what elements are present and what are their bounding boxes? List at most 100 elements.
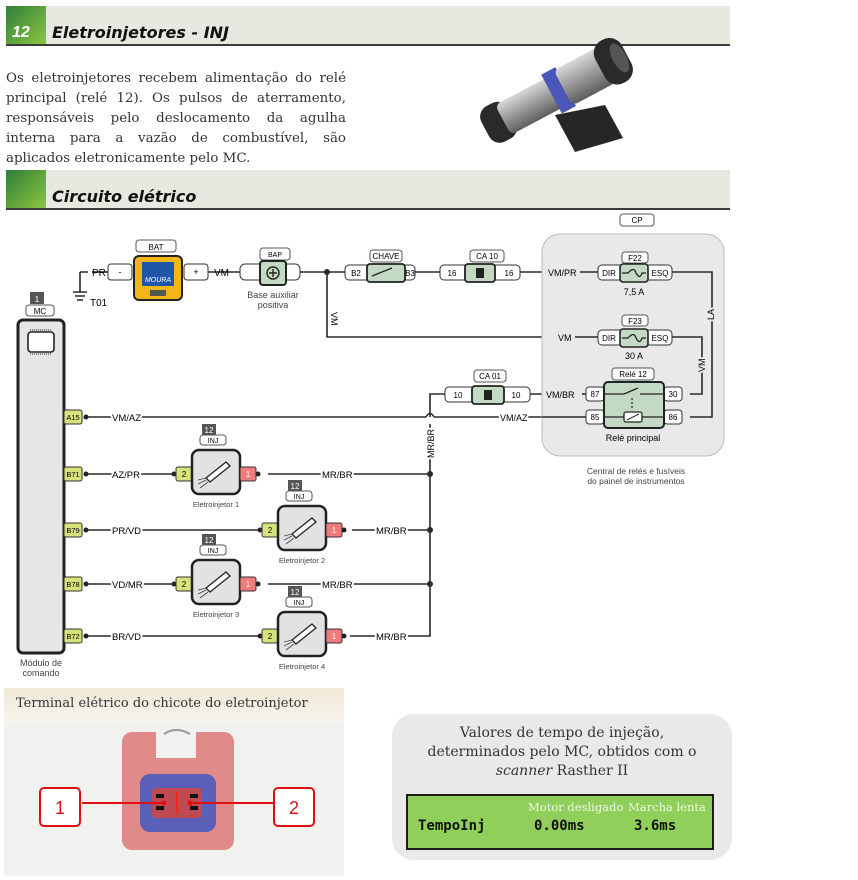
injector-number: 12 xyxy=(205,426,214,435)
mc-pin-label: B72 xyxy=(66,632,79,641)
mc-tag: MC xyxy=(34,307,47,316)
wire-label: PR/VD xyxy=(112,526,141,537)
junction-dots xyxy=(324,269,433,587)
injector-tag: INJ xyxy=(208,548,219,555)
injector-icon xyxy=(205,461,231,483)
pin-1-callout xyxy=(39,787,81,827)
cp-tag: CP xyxy=(631,216,642,225)
pin-2-label: 2 xyxy=(289,798,299,818)
f22-pin-out: ESQ xyxy=(652,269,669,278)
ca10-pin-in: 16 xyxy=(448,269,457,278)
ca01-tag: CA 01 xyxy=(479,372,501,381)
chave-pin-in: B2 xyxy=(351,269,361,278)
injector-tag: INJ xyxy=(208,438,219,445)
connector-ca01[interactable]: CA 01 10 10 xyxy=(444,369,531,405)
injector-pin-out: 1 xyxy=(332,632,337,641)
injector-icon xyxy=(291,623,317,645)
value-idle: 3.6ms xyxy=(634,818,677,834)
relay-pin-87: 87 xyxy=(591,390,600,399)
f23-pin-out: ESQ xyxy=(652,334,669,343)
connector-ca10[interactable]: CA 10 16 16 xyxy=(439,249,521,283)
section-number-box xyxy=(6,6,46,44)
terminal-caption: Terminal elétrico do chicote do eletroin… xyxy=(4,688,344,722)
section-title-circuit: Circuito elétrico xyxy=(52,187,197,206)
wire-label: VD/MR xyxy=(112,580,143,591)
scanner-panel: Valores de tempo de injeção, determinado… xyxy=(392,714,732,860)
chave-pin-out: B3 xyxy=(405,269,415,278)
f22-tag: F22 xyxy=(628,254,642,263)
scanner-caption: Valores de tempo de injeção, determinado… xyxy=(392,724,732,781)
value-engine-off: 0.00ms xyxy=(534,818,585,834)
battery[interactable]: BAT - + MOURA xyxy=(107,239,209,301)
col-header-idle: Marcha lenta xyxy=(628,800,706,814)
battery-brand: MOURA xyxy=(145,277,171,284)
scanner-caption-1: Valores de tempo de injeção, xyxy=(459,725,665,741)
ca01-pin-out: 10 xyxy=(512,391,521,400)
relay-pin-86: 86 xyxy=(669,413,678,422)
injector-pin-out: 1 xyxy=(332,526,337,535)
injector-wire-label: MR/BR xyxy=(322,470,353,481)
wire-label: AZ/PR xyxy=(112,470,140,481)
mc-pin-label: B78 xyxy=(66,580,79,589)
relay-12[interactable]: Relé 12 87 85 30 86 Relé principal xyxy=(585,367,683,443)
ignition-switch[interactable]: CHAVE B2 B3 xyxy=(344,249,416,283)
ca10-tag: CA 10 xyxy=(476,252,498,261)
scanner-caption-3: scanner Rasther II xyxy=(392,762,732,781)
injector-tag: INJ xyxy=(294,494,305,501)
fuse-f22[interactable]: F22 DIR ESQ 7,5 A xyxy=(597,251,673,297)
scanner-lcd: Motor desligado Marcha lenta TempoInj 0.… xyxy=(406,794,714,850)
mc-pin-label: B71 xyxy=(66,470,79,479)
section-title: Eletroinjetores - INJ xyxy=(52,23,229,42)
f23-pin-in: DIR xyxy=(602,334,616,343)
param-name: TempoInj xyxy=(418,818,486,834)
fuse-f23[interactable]: F23 DIR ESQ 30 A xyxy=(597,314,673,361)
ca10-pin-out: 16 xyxy=(505,269,514,278)
control-module[interactable]: 1 MC Módulo de comando xyxy=(16,292,66,678)
scanner-word: scanner xyxy=(495,763,553,779)
f23-rating: 30 A xyxy=(625,351,643,361)
f22-pin-in: DIR xyxy=(602,269,616,278)
terminal-connector-image: 1 2 xyxy=(39,729,315,850)
ca01-pin-in: 10 xyxy=(454,391,463,400)
injector-pin-in: 2 xyxy=(182,580,187,589)
injector-number: 12 xyxy=(205,536,214,545)
ground-label: T01 xyxy=(90,298,108,309)
mc-pin-label: A15 xyxy=(66,413,79,422)
injector-photo xyxy=(480,37,633,152)
mc-pin-b78[interactable]: B78 VD/MR xyxy=(63,576,145,593)
injector-pin-out: 1 xyxy=(246,580,251,589)
wire-label-bus: MR/BR xyxy=(426,429,436,459)
section-header-circuit: Circuito elétrico xyxy=(6,170,730,210)
injector-name: Eletroinjetor 4 xyxy=(279,662,325,671)
injector-name: Eletroinjetor 2 xyxy=(279,556,325,565)
mc-pin-b71[interactable]: B71 AZ/PR xyxy=(63,466,142,483)
relay-caption: Relé principal xyxy=(606,433,661,443)
injector-name: Eletroinjetor 3 xyxy=(193,610,239,619)
battery-tag: BAT xyxy=(149,243,164,252)
relay-pin-85: 85 xyxy=(591,413,600,422)
terminal-panel: Terminal elétrico do chicote do eletroin… xyxy=(4,688,344,876)
bap-component[interactable]: BAP Base auxiliar positiva xyxy=(239,247,301,310)
wire-label-vm-br: VM/BR xyxy=(546,390,575,400)
wire-label-f23-vm: VM xyxy=(558,333,572,343)
wiring-diagram: PR T01 BAT - + MOURA VM BAP Base auxilia… xyxy=(16,213,725,678)
injector-pin-in: 2 xyxy=(268,526,273,535)
injector-pin-in: 2 xyxy=(268,632,273,641)
injector-wire-label: MR/BR xyxy=(376,526,407,537)
wire-label-la: LA xyxy=(706,309,716,320)
chave-tag: CHAVE xyxy=(373,252,400,261)
wire-label-relay-vm-az: VM/AZ xyxy=(500,413,528,423)
ground-icon xyxy=(73,291,87,301)
injector-pin-in: 2 xyxy=(182,470,187,479)
ground-wire-label: PR xyxy=(92,268,106,279)
injector-pin-out: 1 xyxy=(246,470,251,479)
